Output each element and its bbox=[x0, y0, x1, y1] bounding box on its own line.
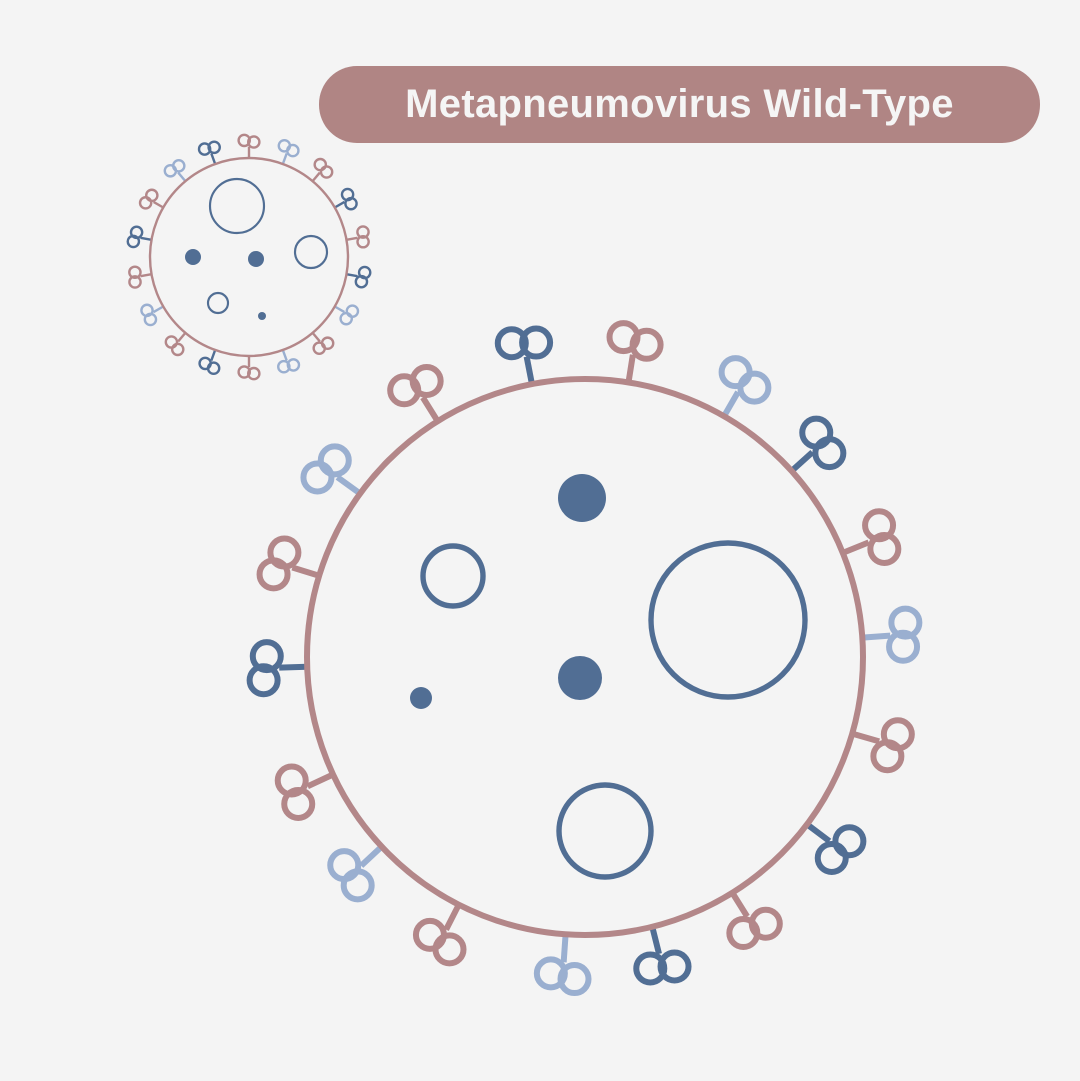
glycoprotein-spike bbox=[237, 133, 261, 158]
glycoprotein-spike bbox=[334, 187, 358, 211]
glycoprotein-spike bbox=[311, 332, 335, 355]
glycoprotein-spike bbox=[140, 303, 164, 327]
glycoprotein-spike bbox=[138, 188, 164, 210]
glycoprotein-spike bbox=[862, 605, 923, 664]
nucleoprotein-dot bbox=[558, 656, 602, 700]
glycoprotein-spike bbox=[277, 349, 301, 374]
glycoprotein-spike bbox=[256, 535, 321, 592]
glycoprotein-spike bbox=[327, 844, 384, 903]
glycoprotein-spike bbox=[533, 934, 592, 997]
glycoprotein-spike bbox=[246, 639, 308, 698]
glycoprotein-spike bbox=[387, 363, 444, 423]
glycoprotein-spike bbox=[334, 304, 360, 326]
glycoprotein-spike bbox=[198, 349, 221, 376]
internal-vesicle-ring bbox=[556, 782, 654, 880]
glycoprotein-spike bbox=[346, 265, 372, 289]
glycoprotein-spike bbox=[633, 926, 692, 986]
large-virion bbox=[246, 320, 923, 997]
glycoprotein-spike bbox=[789, 415, 847, 474]
glycoprotein-spike bbox=[494, 325, 554, 385]
glycoprotein-spike bbox=[163, 159, 187, 182]
glycoprotein-spike bbox=[164, 332, 187, 357]
glycoprotein-spike bbox=[277, 138, 300, 165]
nucleoprotein-dot bbox=[185, 249, 201, 265]
nucleoprotein-dot bbox=[410, 687, 432, 709]
title-badge: Metapneumovirus Wild-Type bbox=[319, 66, 1040, 143]
glycoprotein-spike bbox=[300, 443, 362, 497]
internal-vesicle-ring bbox=[420, 543, 486, 609]
glycoprotein-spike bbox=[841, 508, 902, 567]
glycoprotein-spike bbox=[197, 140, 221, 165]
glycoprotein-spike bbox=[726, 891, 783, 951]
glycoprotein-spike bbox=[126, 225, 152, 249]
glycoprotein-spike bbox=[606, 320, 664, 383]
nucleoprotein-dot bbox=[248, 251, 264, 267]
glycoprotein-spike bbox=[412, 903, 467, 967]
glycoprotein-spike bbox=[128, 265, 152, 289]
glycoprotein-spike bbox=[274, 763, 335, 821]
internal-vesicle-ring bbox=[648, 540, 808, 700]
glycoprotein-spike bbox=[805, 821, 867, 875]
title-text: Metapneumovirus Wild-Type bbox=[405, 82, 954, 126]
glycoprotein-spike bbox=[237, 356, 261, 381]
nucleoprotein-dot bbox=[258, 312, 266, 320]
glycoprotein-spike bbox=[346, 225, 370, 249]
internal-vesicle-ring bbox=[208, 177, 266, 235]
nucleoprotein-dot bbox=[558, 474, 606, 522]
small-virion bbox=[126, 133, 372, 381]
glycoprotein-spike bbox=[311, 157, 334, 182]
glycoprotein-spike bbox=[851, 717, 915, 774]
internal-vesicle-ring bbox=[293, 234, 329, 270]
internal-vesicle-ring bbox=[206, 291, 230, 315]
glycoprotein-spike bbox=[718, 355, 772, 418]
